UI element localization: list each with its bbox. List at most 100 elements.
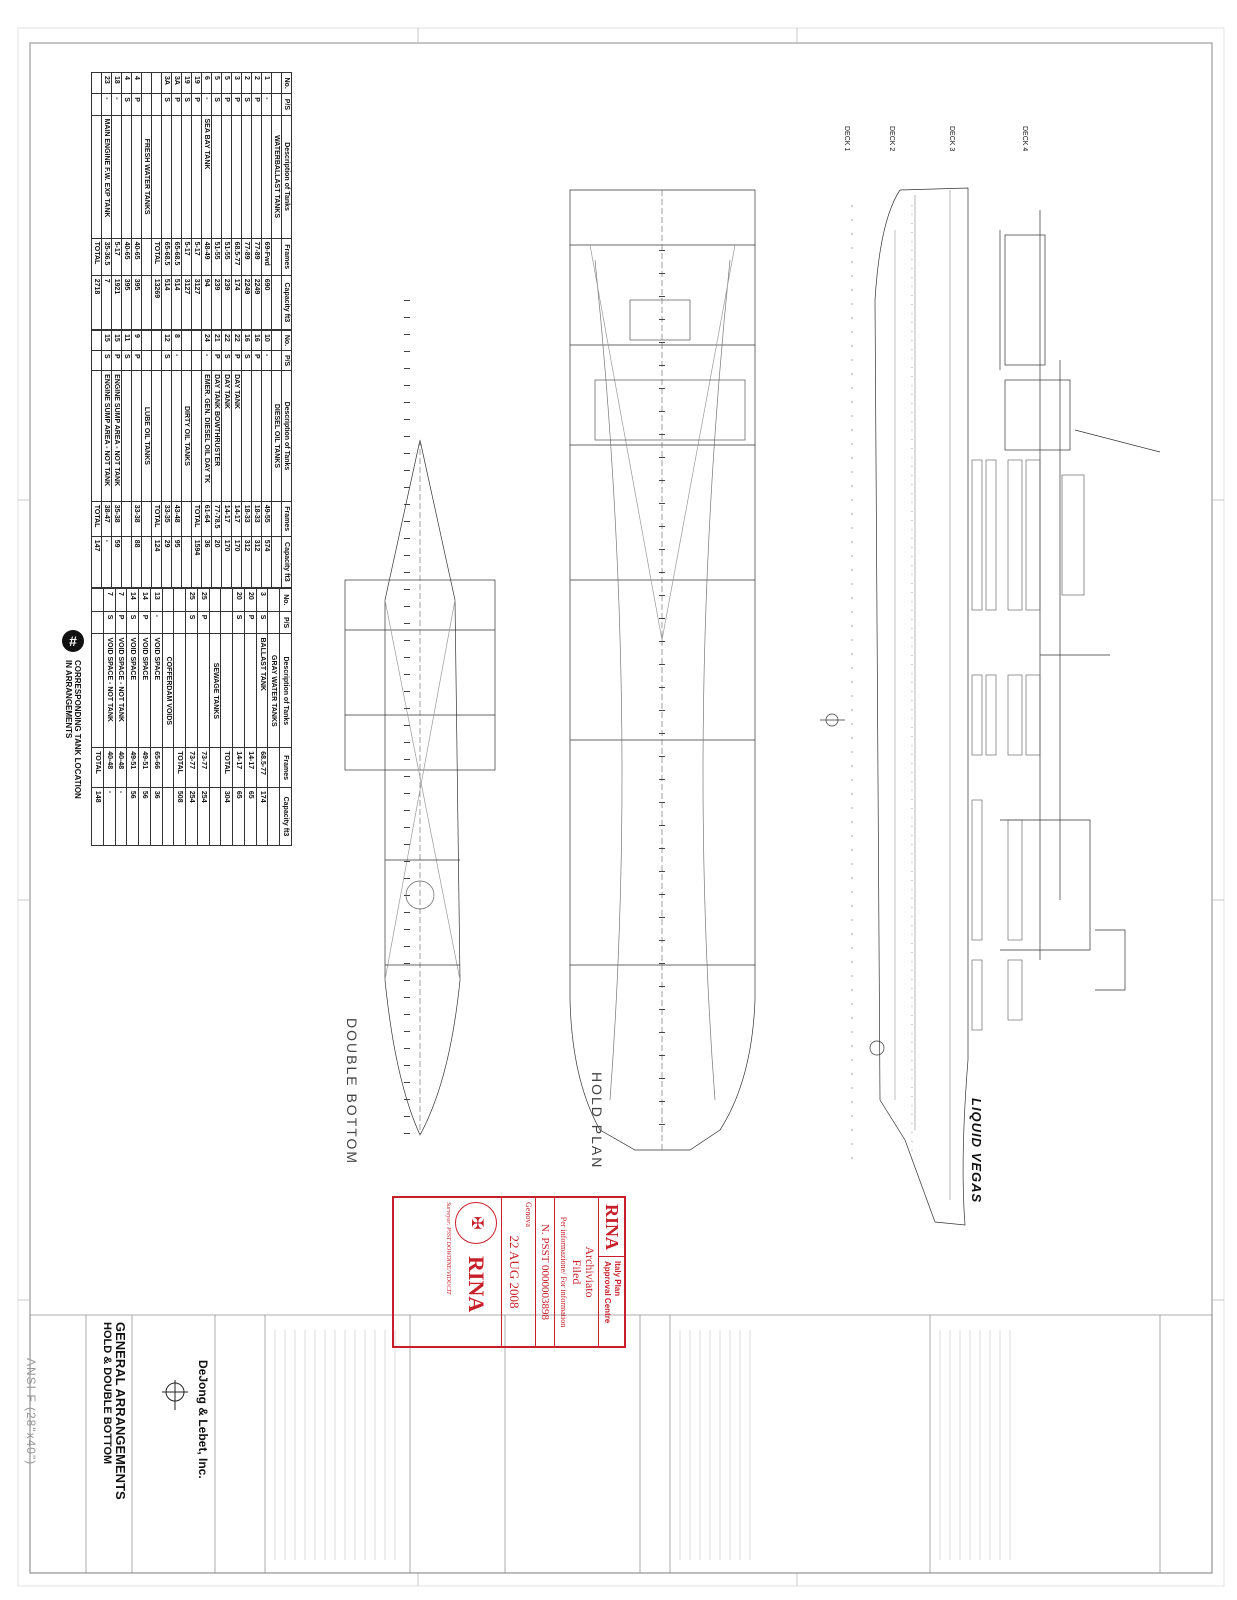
table-cell: P (111, 350, 122, 371)
table-cell: - (201, 350, 212, 371)
table-cell: 14 (138, 588, 151, 612)
table-cell (191, 330, 202, 351)
table-cell: 9 (131, 330, 142, 351)
table-cell: - (115, 787, 127, 846)
table-cell: 20 (211, 536, 222, 588)
table-cell: 49-51 (138, 747, 151, 788)
table-cell: 5-17 (111, 238, 122, 276)
table-cell: 6 (201, 72, 212, 94)
deck-4-label: DECK 4 (1021, 126, 1028, 152)
deck-2-label: DECK 2 (888, 126, 895, 152)
table-cell: 8 (171, 330, 182, 351)
rina-seal-icon: ✠ (455, 1202, 497, 1244)
table-cell: 3 (256, 588, 268, 612)
table-cell (151, 93, 162, 116)
profile-view (820, 187, 1161, 1226)
table-cell: BALLAST TANK (256, 633, 268, 748)
table-cell: VOID SPACE (138, 633, 151, 748)
table-cell: 43-48 (171, 501, 182, 537)
table-cell: 1594 (191, 536, 202, 588)
table-cell: S (126, 611, 139, 634)
table-cell: S (221, 350, 232, 371)
table-cell: 21 (211, 330, 222, 351)
table-cell: 18-33 (251, 501, 262, 537)
table-cell: MAIN ENGINE F.W. EXP TANK (101, 115, 112, 239)
table-cell: TOTAL (220, 747, 233, 788)
table-cell: 304 (220, 787, 233, 846)
legend-text: CORRESPONDING TANK LOCATION IN ARRANGEME… (64, 660, 82, 799)
table-cell: S (241, 93, 252, 116)
table-cell (151, 350, 162, 371)
table-cell: 16 (241, 330, 252, 351)
profile-frame-ticks (851, 205, 913, 1160)
table-cell (131, 115, 142, 239)
table-cell: TOTAL (191, 501, 202, 537)
table-cell (220, 588, 233, 612)
table-cell: 395 (131, 275, 142, 330)
table-cell: 147 (91, 536, 102, 588)
table-cell: 40-48 (115, 747, 127, 788)
table-cell: 68.5-77 (231, 238, 242, 276)
table-cell (91, 611, 104, 634)
table-cell (261, 115, 272, 239)
table-cell: 2 (251, 72, 262, 94)
table-cell (171, 115, 182, 239)
table-cell: 14-17 (231, 501, 242, 537)
deck-1-label: DECK 1 (843, 126, 850, 152)
table-cell (91, 93, 102, 116)
table-cell (185, 633, 198, 748)
table-cell: 514 (161, 275, 172, 330)
sheet-size: ANSI F (28"x40") (24, 1358, 38, 1466)
table-cell: 23 (101, 72, 112, 94)
table-cell (211, 115, 222, 239)
table-cell: 24 (201, 330, 212, 351)
table-cell: ENGINE SUMP AREA - NOT TANK (111, 370, 122, 502)
table-cell: 15 (101, 330, 112, 351)
table-cell: P (244, 611, 257, 634)
table-cell: 5-17 (191, 238, 202, 276)
table-cell (191, 350, 202, 371)
table-cell: 174 (256, 787, 268, 846)
profile-windows (971, 459, 1041, 1031)
hold-plan-label: HOLD PLAN (589, 1072, 605, 1170)
table-cell (251, 370, 262, 502)
table-cell: 40-48 (103, 747, 116, 788)
table-cell: 18 (111, 72, 122, 94)
table-cell: 13 (150, 588, 163, 612)
table-cell (91, 633, 104, 748)
table-cell (121, 536, 132, 588)
table-cell (191, 370, 202, 502)
table-cell: 5 (211, 72, 222, 94)
table-cell: TOTAL (91, 238, 102, 276)
table-cell: 12 (161, 330, 172, 351)
table-cell: 14-17 (244, 747, 257, 788)
table-cell: 65 (232, 787, 245, 846)
